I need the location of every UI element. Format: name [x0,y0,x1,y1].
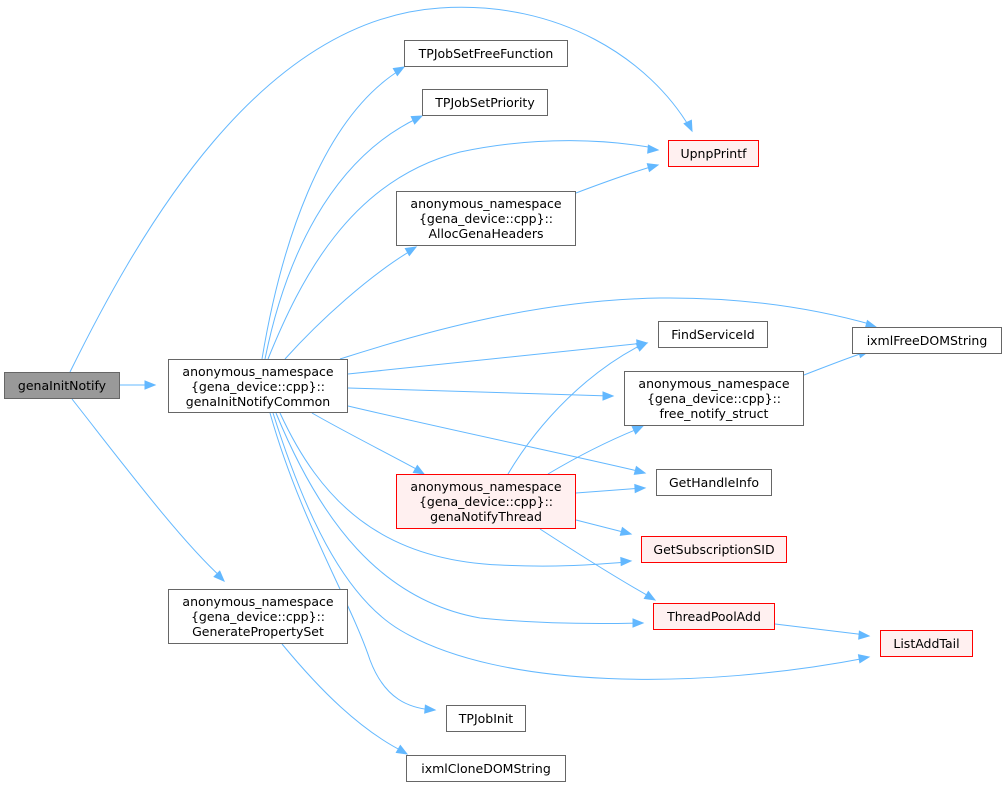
node-ixmlCloneDOMString[interactable]: ixmlCloneDOMString [406,755,566,782]
edge-genaInitNotify-to-UpnpPrintf [69,6,691,373]
node-label: FindServiceId [671,327,755,342]
node-TPJobInit[interactable]: TPJobInit [446,705,526,732]
node-label: TPJobSetPriority [435,95,535,110]
node-AllocGenaHeaders[interactable]: anonymous_namespace {gena_device::cpp}::… [396,191,576,246]
edge-genaNotifyThread-to-GetSubscriptionSID [575,519,628,534]
node-TPJobSetFreeFunction[interactable]: TPJobSetFreeFunction [404,40,568,67]
node-label: ixmlCloneDOMString [421,761,551,776]
node-genaInitNotify: genaInitNotify [4,372,120,399]
edge-ThreadPoolAdd-to-ListAddTail [774,623,867,636]
edge-genaInitNotifyCommon-to-GetSubscriptionSID [279,412,629,567]
node-label: AllocGenaHeaders [428,226,544,241]
node-label: genaNotifyThread [430,509,542,524]
node-label: GetSubscriptionSID [653,542,775,557]
node-label: UpnpPrintf [680,146,747,161]
node-FindServiceId[interactable]: FindServiceId [658,321,768,348]
node-GetHandleInfo[interactable]: GetHandleInfo [656,469,772,496]
node-label: {gena_device::cpp}:: [190,378,325,394]
edge-genaInitNotifyCommon-to-TPJobSetPriority [264,117,419,360]
edge-genaInitNotifyCommon-to-ListAddTail [272,412,867,680]
node-label: GeneratePropertySet [192,624,324,639]
arrowhead-icon [404,246,418,257]
node-label: TPJobSetFreeFunction [418,46,554,61]
node-label: free_notify_struct [659,406,769,421]
arrowhead-icon [646,163,660,173]
arrowhead-icon [635,342,649,352]
edge-genaNotifyThread-to-free_notify_struct [547,427,641,475]
node-label: {gena_device::cpp}:: [190,609,325,624]
edge-genaInitNotify-to-GeneratePropertySet [71,398,223,579]
node-label: genaInitNotifyCommon [185,393,331,409]
arrowhead-icon [410,115,424,125]
node-label: anonymous_namespace [638,376,790,391]
edge-genaInitNotifyCommon-to-ixmlFreeDOMString [339,297,874,360]
node-TPJobSetPriority[interactable]: TPJobSetPriority [422,89,548,116]
node-ThreadPoolAdd[interactable]: ThreadPoolAdd [653,603,775,630]
arrowhead-icon [602,391,615,401]
node-label: {gena_device::cpp}:: [418,211,553,226]
node-label: ThreadPoolAdd [667,609,761,624]
arrowhead-icon [620,556,633,567]
node-GetSubscriptionSID[interactable]: GetSubscriptionSID [641,536,787,563]
edge-genaInitNotifyCommon-to-FindServiceId [347,342,645,375]
node-label: genaInitNotify [17,378,107,393]
node-label: {gena_device::cpp}:: [646,391,781,406]
node-ListAddTail[interactable]: ListAddTail [880,630,973,657]
node-ixmlFreeDOMString[interactable]: ixmlFreeDOMString [852,327,1002,354]
edge-genaInitNotifyCommon-to-ThreadPoolAdd [275,412,641,624]
edge-AllocGenaHeaders-to-UpnpPrintf [575,165,655,194]
node-label: anonymous_namespace [410,196,562,211]
arrowhead-icon [619,526,633,536]
arrowhead-icon [683,119,693,133]
edge-genaNotifyThread-to-FindServiceId [507,342,646,475]
arrowhead-icon [392,66,406,77]
arrowhead-icon [424,704,437,714]
node-UpnpPrintf[interactable]: UpnpPrintf [668,140,759,167]
node-label: {gena_device::cpp}:: [418,494,553,509]
edge-genaNotifyThread-to-ThreadPoolAdd [539,528,653,599]
edge-genaInitNotifyCommon-to-UpnpPrintf [267,140,655,360]
edge-genaInitNotifyCommon-to-GetHandleInfo [347,405,643,473]
node-genaNotifyThread[interactable]: anonymous_namespace {gena_device::cpp}::… [396,474,576,529]
node-free_notify_struct[interactable]: anonymous_namespace {gena_device::cpp}::… [624,371,804,426]
node-label: ListAddTail [893,636,960,651]
arrowhead-icon [631,425,645,435]
node-label: TPJobInit [458,711,514,726]
arrowhead-icon [144,380,157,390]
arrowhead-icon [647,144,660,154]
edge-genaInitNotifyCommon-to-AllocGenaHeaders [284,249,413,360]
node-genaInitNotifyCommon[interactable]: anonymous_namespace {gena_device::cpp}::… [168,359,348,413]
edge-genaNotifyThread-to-GetHandleInfo [575,487,643,494]
node-label: anonymous_namespace [182,363,334,379]
arrowhead-icon [412,464,426,475]
arrowhead-icon [634,483,647,494]
arrowhead-icon [857,654,871,664]
edge-free_notify_struct-to-ixmlFreeDOMString [803,351,867,376]
edge-genaInitNotifyCommon-to-free_notify_struct [347,387,611,397]
node-GeneratePropertySet[interactable]: anonymous_namespace {gena_device::cpp}::… [168,589,348,644]
node-label: GetHandleInfo [668,475,759,490]
edge-GeneratePropertySet-to-ixmlCloneDOMString [281,643,405,753]
edge-genaInitNotifyCommon-to-TPJobInit [269,412,433,711]
node-label: anonymous_namespace [410,479,562,494]
edge-genaInitNotifyCommon-to-TPJobSetFreeFunction [261,69,401,360]
arrowhead-icon [633,465,647,475]
arrowhead-icon [395,744,409,755]
edge-genaInitNotifyCommon-to-genaNotifyThread [311,412,421,472]
arrowhead-icon [632,618,645,628]
node-label: anonymous_namespace [182,594,334,609]
arrowhead-icon [858,630,871,640]
arrowhead-icon [213,570,225,582]
node-label: ixmlFreeDOMString [866,333,988,348]
arrowhead-icon [643,590,657,601]
